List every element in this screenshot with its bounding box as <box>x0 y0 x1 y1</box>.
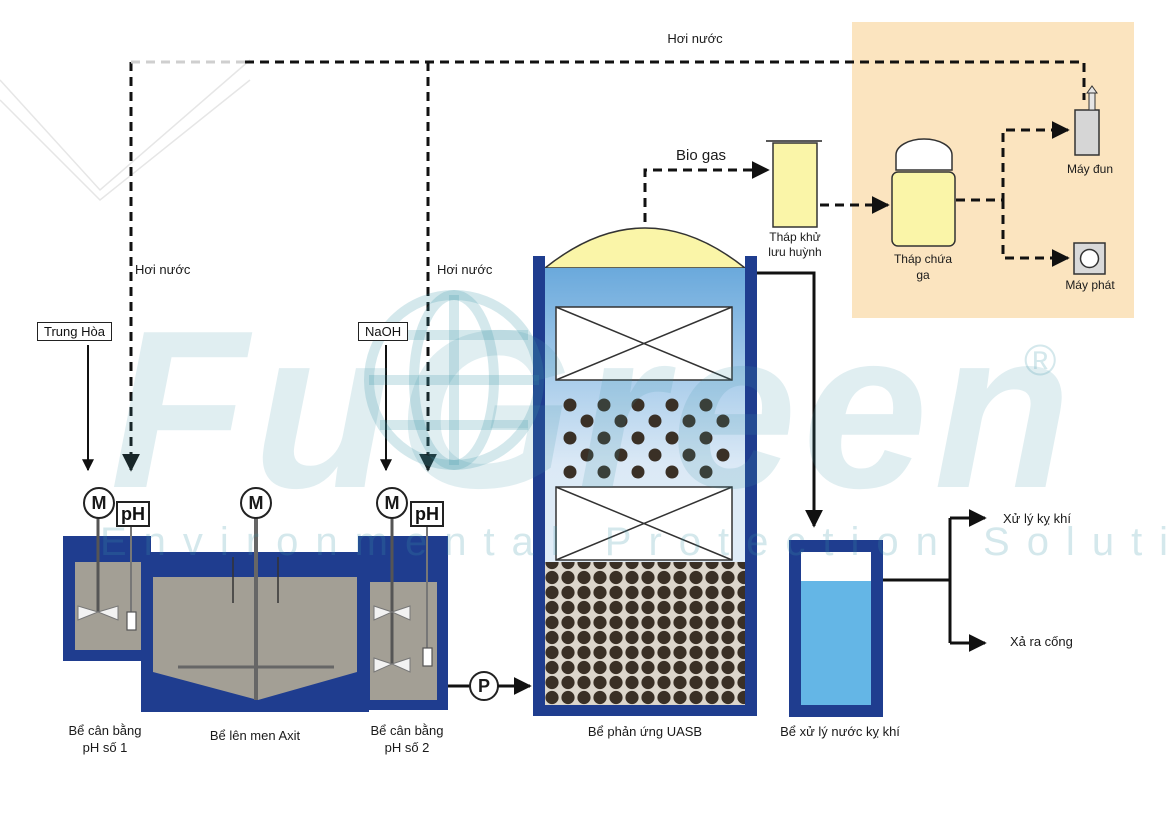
treated-water-tank <box>789 540 883 717</box>
tank-acid-label: Bể lên men Axit <box>209 728 301 743</box>
trung-hoa-box: Trung Hòa <box>37 322 112 341</box>
motor-label: M <box>248 493 264 513</box>
gas-storage-label: Tháp chứa ga <box>868 251 978 283</box>
boiler-label: Máy đun <box>1066 162 1114 176</box>
corner-decoration <box>0 59 251 202</box>
desulfurization-label-line2: lưu huỳnh <box>768 245 822 259</box>
uasb-reactor <box>533 227 757 716</box>
separator-2 <box>555 486 733 561</box>
tank-ph2 <box>358 518 448 710</box>
motor-label: M <box>91 493 107 513</box>
treated-tank-label: Bể xử lý nước kỵ khí <box>780 724 900 739</box>
gas-storage-tank <box>891 138 956 247</box>
desulfurization-label-line1: Tháp khử <box>769 230 821 244</box>
boiler-icon <box>1074 85 1100 156</box>
tank-acid <box>141 518 369 712</box>
uasb-label: Bể phản ứng UASB <box>587 724 703 739</box>
tank-ph1-label-line1: Bể cân bằng <box>68 723 142 738</box>
sewer-discharge-label: Xả ra cống <box>1010 634 1073 649</box>
tank-ph2-label: Bể cân bằng pH số 2 <box>342 722 472 756</box>
gas-storage-label-line2: ga <box>916 268 930 282</box>
desulfurization-tower <box>766 140 822 228</box>
watermark-globe <box>364 290 544 470</box>
uasb-outlet-line <box>757 271 823 528</box>
biogas-label: Bio gas <box>676 147 727 164</box>
tank-ph1-label-line2: pH số 1 <box>82 740 128 755</box>
motor-tank2 <box>240 487 272 519</box>
anaerobic-treatment-label: Xử lý kỵ khí <box>1003 511 1071 526</box>
separator-1 <box>555 306 733 381</box>
desulfurization-label: Tháp khử lưu huỳnh <box>740 230 850 260</box>
tank-ph2-label-line1: Bể cân bằng <box>370 723 444 738</box>
tank-ph1-label: Bể cân bằng pH số 1 <box>40 722 170 756</box>
pump-label: P <box>477 676 490 696</box>
gas-storage-label-line1: Tháp chứa <box>893 252 953 266</box>
motor-label: M <box>384 493 400 513</box>
generator-label: Máy phát <box>1065 278 1115 292</box>
steam-label-left: Hơi nước <box>135 262 191 277</box>
motor-tank1 <box>83 487 115 519</box>
motor-tank3 <box>376 487 408 519</box>
biogas-lines <box>643 121 1070 267</box>
tank-ph1 <box>63 518 151 661</box>
discharge-lines <box>883 509 987 652</box>
naoh-box: NaOH <box>358 322 409 341</box>
ph-sensor-2: pH <box>410 501 444 527</box>
sludge-granules <box>563 398 730 479</box>
steam-label-mid: Hơi nước <box>437 262 493 277</box>
steam-lines <box>122 60 1086 472</box>
tank-ph2-label-line2: pH số 2 <box>384 740 430 755</box>
generator-icon <box>1073 242 1106 275</box>
ph-sensor-1: pH <box>116 501 150 527</box>
steam-label-top: Hơi nước <box>667 31 723 46</box>
